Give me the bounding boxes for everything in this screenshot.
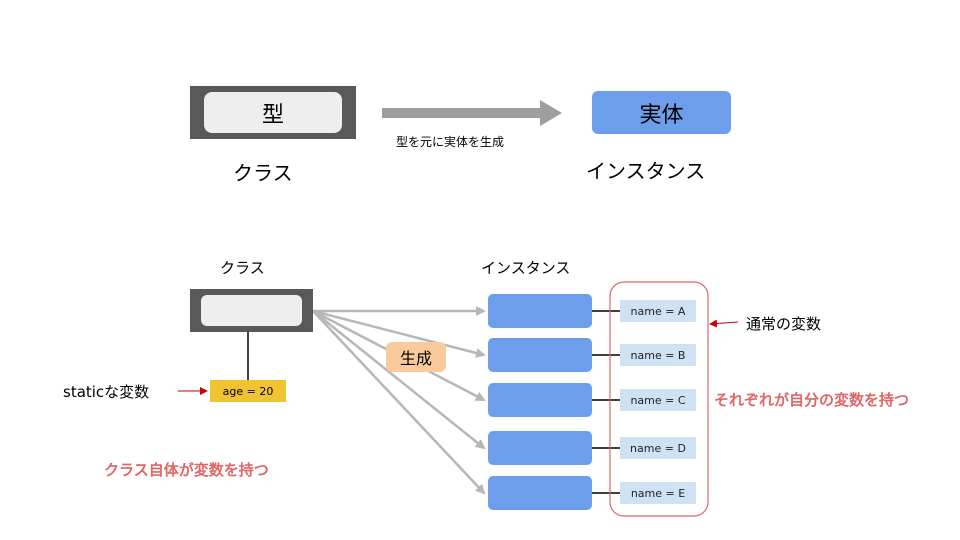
arrow-to-instance-b (312, 309, 486, 358)
instance-box-a (488, 294, 592, 328)
bottom-class-title: クラス (220, 259, 265, 277)
top-generate-arrow (382, 100, 562, 126)
top-instance-caption: インスタンス (586, 159, 706, 183)
top-arrow-label: 型を元に実体を生成 (396, 135, 505, 149)
static-var-value: age = 20 (222, 384, 274, 398)
instance-box-c (488, 383, 592, 417)
name-var-b: name = B (620, 344, 696, 366)
instance-vars-group-outline (609, 281, 709, 517)
normal-var-label: 通常の変数 (746, 315, 822, 333)
name-var-c: name = C (620, 389, 696, 411)
bottom-class-box (190, 289, 313, 332)
name-var-a: name = A (620, 300, 696, 322)
top-class-box-label: 型 (261, 102, 284, 128)
top-instance-box-label: 実体 (639, 102, 684, 128)
bottom-class-box-inner (201, 295, 302, 326)
static-var-label: staticな変数 (63, 383, 150, 401)
instance-box-b (488, 338, 592, 372)
arrow-to-instance-d (312, 310, 486, 450)
class-note: クラス自体が変数を持つ (104, 461, 269, 479)
instance-note: それぞれが自分の変数を持つ (714, 391, 910, 409)
instance-box-d (488, 431, 592, 465)
arrow-to-instance-e (312, 310, 486, 495)
top-class-caption: クラス (233, 161, 293, 185)
top-class-box: 型 (190, 86, 356, 139)
generate-badge-label: 生成 (399, 349, 432, 368)
normal-var-pointer (709, 319, 739, 328)
name-var-e: name = E (620, 482, 696, 504)
top-instance-box: 実体 (592, 91, 731, 134)
generate-badge: 生成 (386, 342, 446, 372)
top-class-box-inner: 型 (204, 92, 342, 133)
name-var-d: name = D (620, 437, 696, 459)
instance-box-e (488, 476, 592, 510)
bottom-instances-title: インスタンス (481, 259, 571, 277)
static-var-box: age = 20 (210, 380, 286, 402)
